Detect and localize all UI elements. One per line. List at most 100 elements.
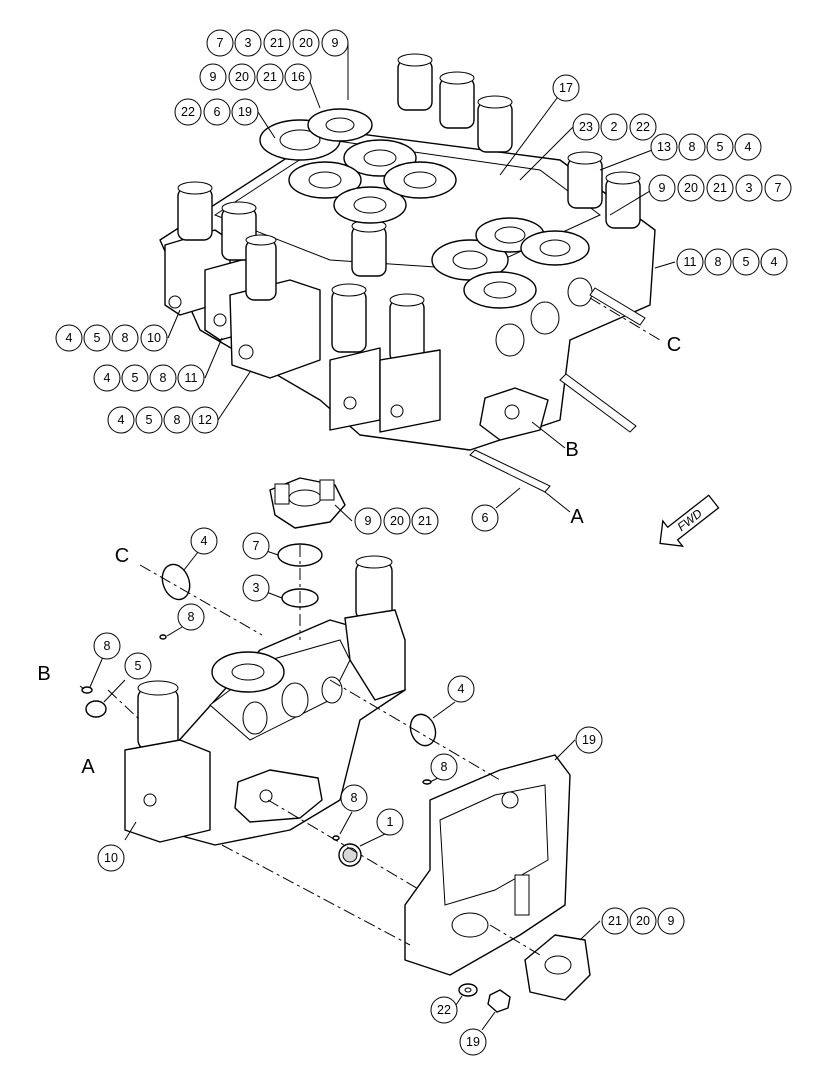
svg-text:4: 4 xyxy=(66,331,73,345)
callout-bubble: 22 xyxy=(629,113,657,141)
callout-group-upper-1: 7 3 21 20 9 xyxy=(206,29,349,57)
upper-leader-lines xyxy=(167,43,676,513)
svg-text:5: 5 xyxy=(743,255,750,269)
svg-text:5: 5 xyxy=(135,659,142,673)
callout-bubble: 9 xyxy=(657,907,685,935)
svg-text:5: 5 xyxy=(146,413,153,427)
upper-valve-assembly xyxy=(159,53,656,493)
callout-group-upper-4: 17 xyxy=(552,74,580,102)
callout-group-upper-3: 22 6 19 xyxy=(174,98,259,126)
callout-bubble: 3 xyxy=(242,574,270,602)
svg-text:2: 2 xyxy=(611,120,618,134)
callout-bubble: 4 xyxy=(107,406,135,434)
svg-text:20: 20 xyxy=(684,181,698,195)
callout-bubble: 8 xyxy=(704,248,732,276)
callout-bubble: 22 xyxy=(430,996,458,1024)
svg-text:4: 4 xyxy=(458,682,465,696)
callout-bubble: 19 xyxy=(575,726,603,754)
svg-text:17: 17 xyxy=(559,81,573,95)
callout-bubble: 8 xyxy=(340,784,368,812)
callout-bubble: 4 xyxy=(190,527,218,555)
svg-text:21: 21 xyxy=(270,36,284,50)
callout-group-upper-10: 4 5 8 11 xyxy=(93,364,205,392)
svg-text:8: 8 xyxy=(160,371,167,385)
svg-text:8: 8 xyxy=(174,413,181,427)
svg-text:19: 19 xyxy=(466,1035,480,1049)
callout-bubble: 5 xyxy=(121,364,149,392)
callout-group-lower-1: 9 20 21 xyxy=(354,507,439,535)
callout-bubble: 17 xyxy=(552,74,580,102)
callout-bubble: 6 xyxy=(471,504,499,532)
callout-bubble: 11 xyxy=(676,248,704,276)
svg-text:13: 13 xyxy=(657,140,671,154)
callout-bubble: 6 xyxy=(203,98,231,126)
svg-text:11: 11 xyxy=(684,255,697,269)
svg-text:7: 7 xyxy=(253,539,260,553)
callout-group-upper-7: 9 20 21 3 7 xyxy=(648,174,792,202)
callout-bubble: 3 xyxy=(735,174,763,202)
reference-letter-a: A xyxy=(570,506,584,528)
callout-bubble: 21 xyxy=(411,507,439,535)
svg-text:10: 10 xyxy=(147,331,161,345)
callout-bubble: 8 xyxy=(177,603,205,631)
callout-bubble: 10 xyxy=(97,844,125,872)
svg-text:10: 10 xyxy=(104,851,118,865)
svg-text:19: 19 xyxy=(238,105,252,119)
svg-text:6: 6 xyxy=(214,105,221,119)
callout-group-upper-5: 23 2 22 xyxy=(572,113,657,141)
callout-group-upper-6: 13 8 5 4 xyxy=(650,133,762,161)
callout-bubble: 5 xyxy=(124,652,152,680)
svg-text:6: 6 xyxy=(482,511,489,525)
callout-bubble: 19 xyxy=(231,98,259,126)
svg-text:7: 7 xyxy=(775,181,782,195)
callout-bubble: 5 xyxy=(83,324,111,352)
svg-text:9: 9 xyxy=(210,70,217,84)
callout-bubble: 21 xyxy=(601,907,629,935)
solenoid-bottom-group xyxy=(331,219,425,363)
callout-group-upper-8: 11 8 5 4 xyxy=(676,248,788,276)
callout-bubble: 1 xyxy=(376,808,404,836)
svg-text:21: 21 xyxy=(713,181,727,195)
callout-group-upper-12: 6 xyxy=(471,504,499,532)
lower-exploded-section xyxy=(81,477,591,1013)
callout-group-upper-9: 4 5 8 10 xyxy=(55,324,168,352)
svg-text:9: 9 xyxy=(668,914,675,928)
svg-text:7: 7 xyxy=(217,36,224,50)
svg-text:22: 22 xyxy=(636,120,650,134)
callout-bubble: 4 xyxy=(734,133,762,161)
svg-text:20: 20 xyxy=(636,914,650,928)
callout-bubble: 7 xyxy=(242,532,270,560)
svg-text:8: 8 xyxy=(351,791,358,805)
callout-bubble: 19 xyxy=(459,1028,487,1056)
callout-bubble: 20 xyxy=(383,507,411,535)
callout-bubble: 20 xyxy=(292,29,320,57)
svg-text:4: 4 xyxy=(745,140,752,154)
fwd-arrow-icon: FWD xyxy=(659,494,720,547)
callout-bubble: 9 xyxy=(321,29,349,57)
svg-text:8: 8 xyxy=(104,639,111,653)
callout-bubble: 21 xyxy=(263,29,291,57)
callout-bubble: 12 xyxy=(191,406,219,434)
svg-text:22: 22 xyxy=(181,105,195,119)
callout-bubble: 20 xyxy=(228,63,256,91)
svg-text:4: 4 xyxy=(771,255,778,269)
callout-group-lower-14: 21 20 9 xyxy=(601,907,685,935)
svg-text:3: 3 xyxy=(746,181,753,195)
callout-bubble: 20 xyxy=(629,907,657,935)
svg-text:8: 8 xyxy=(441,760,448,774)
svg-text:21: 21 xyxy=(608,914,622,928)
svg-text:4: 4 xyxy=(201,534,208,548)
svg-text:9: 9 xyxy=(365,514,372,528)
reference-letter-b: B xyxy=(565,439,578,461)
svg-text:8: 8 xyxy=(689,140,696,154)
svg-text:4: 4 xyxy=(104,371,111,385)
callout-bubble: 10 xyxy=(140,324,168,352)
callout-bubble: 3 xyxy=(234,29,262,57)
solenoid-top-group xyxy=(397,53,641,229)
callout-bubble: 8 xyxy=(149,364,177,392)
callout-bubble: 8 xyxy=(93,632,121,660)
callout-bubble: 5 xyxy=(135,406,163,434)
reference-letter-a: A xyxy=(81,756,95,778)
callout-bubble: 4 xyxy=(93,364,121,392)
